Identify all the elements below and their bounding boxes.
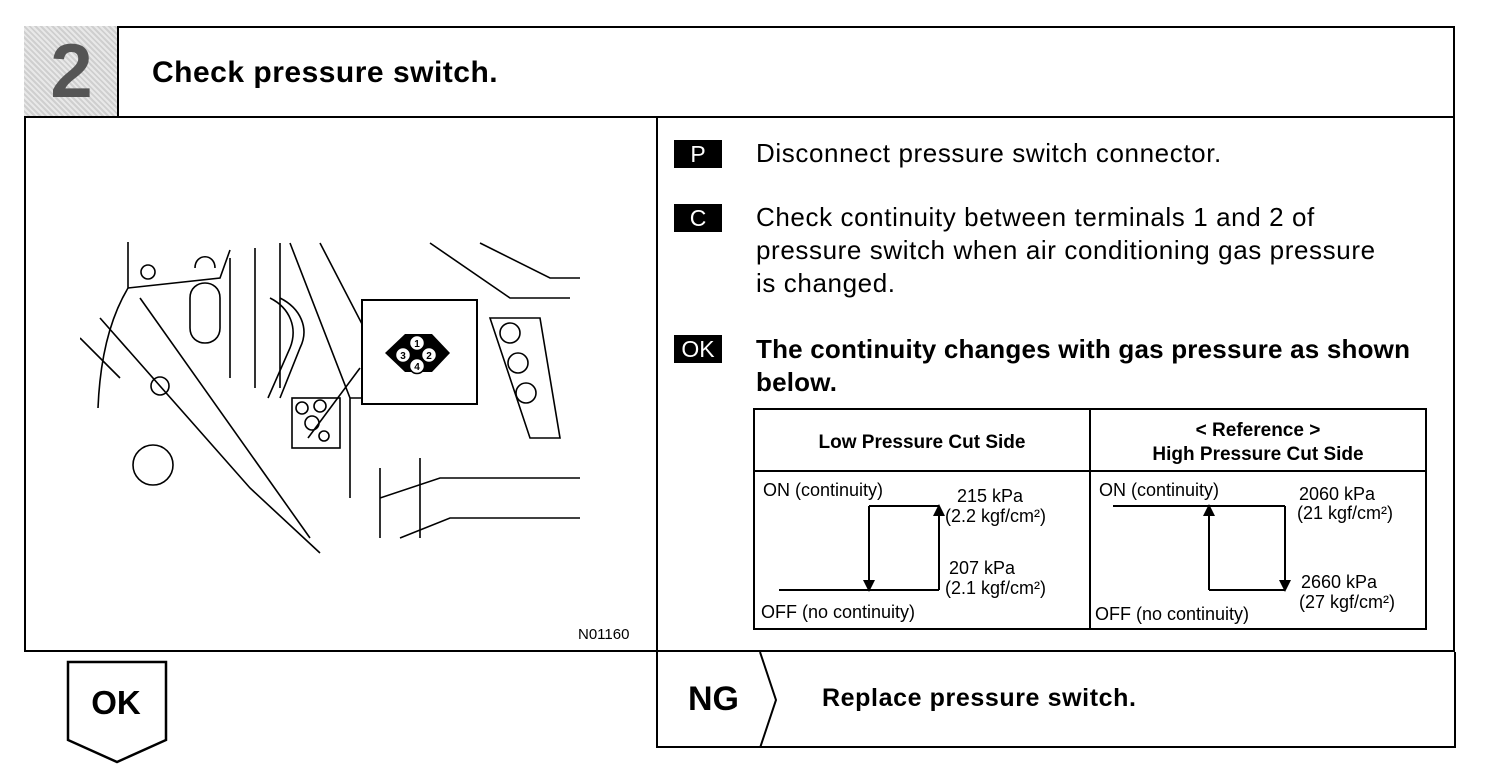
procedure-frame [24,26,1455,652]
tag-ok: OK [674,335,722,363]
low-lower-unit: (2.1 kgf/cm²) [945,578,1047,598]
step-title: Check pressure switch. [152,56,499,89]
high-lower-unit: (27 kgf/cm²) [1299,592,1396,612]
ng-result-label: NG [688,680,739,718]
connector-pin-3: 3 [400,351,406,362]
high-on-label: ON (continuity) [1099,480,1220,500]
pressure-switch-illustration: 1 2 3 4 [80,242,580,554]
step-number-box: 2 [24,26,119,118]
instruction-c-text: Check continuity between terminals 1 and… [756,201,1426,300]
low-upper-unit: (2.2 kgf/cm²) [945,506,1047,526]
instruction-c-line: Check continuity between terminals 1 and… [756,202,1315,232]
instruction-ok-line: below. [756,367,838,397]
ng-divider-chevron [759,652,778,748]
ng-result-box [656,652,1456,748]
tag-c: C [674,204,722,232]
instruction-c-line: pressure switch when air conditioning ga… [756,235,1376,265]
table-header-high: High Pressure Cut Side [1152,444,1364,465]
step-number: 2 [50,29,93,114]
column-divider [656,118,658,652]
table-header-reference: < Reference > [1195,420,1321,441]
low-upper-value: 215 kPa [957,486,1024,506]
low-off-label: OFF (no continuity) [761,602,916,622]
connector-pin-4: 4 [414,362,420,373]
ok-result-label: OK [91,684,141,721]
connector-pin-1: 1 [414,339,420,350]
table-header-divider [755,470,1425,472]
title-divider [24,116,1455,118]
high-off-label: OFF (no continuity) [1095,604,1250,624]
low-lower-value: 207 kPa [949,558,1016,578]
tag-p: P [674,140,722,168]
continuity-table: Low Pressure Cut Side < Reference > High… [753,408,1427,630]
ok-result-badge [66,660,168,764]
table-col-divider [1089,410,1091,628]
instruction-p-text: Disconnect pressure switch connector. [756,138,1222,168]
continuity-graphs [779,504,1291,592]
table-header-low: Low Pressure Cut Side [818,432,1026,453]
high-upper-unit: (21 kgf/cm²) [1297,503,1394,523]
figure-code: N01160 [578,626,630,643]
ng-action-text: Replace pressure switch. [822,684,1137,712]
instruction-ok-text: The continuity changes with gas pressure… [756,333,1426,399]
instruction-c-line: is changed. [756,268,896,298]
high-upper-value: 2060 kPa [1299,484,1376,504]
low-on-label: ON (continuity) [763,480,884,500]
high-lower-value: 2660 kPa [1301,572,1378,592]
connector-pin-2: 2 [426,351,432,362]
instruction-ok-line: The continuity changes with gas pressure… [756,334,1411,364]
